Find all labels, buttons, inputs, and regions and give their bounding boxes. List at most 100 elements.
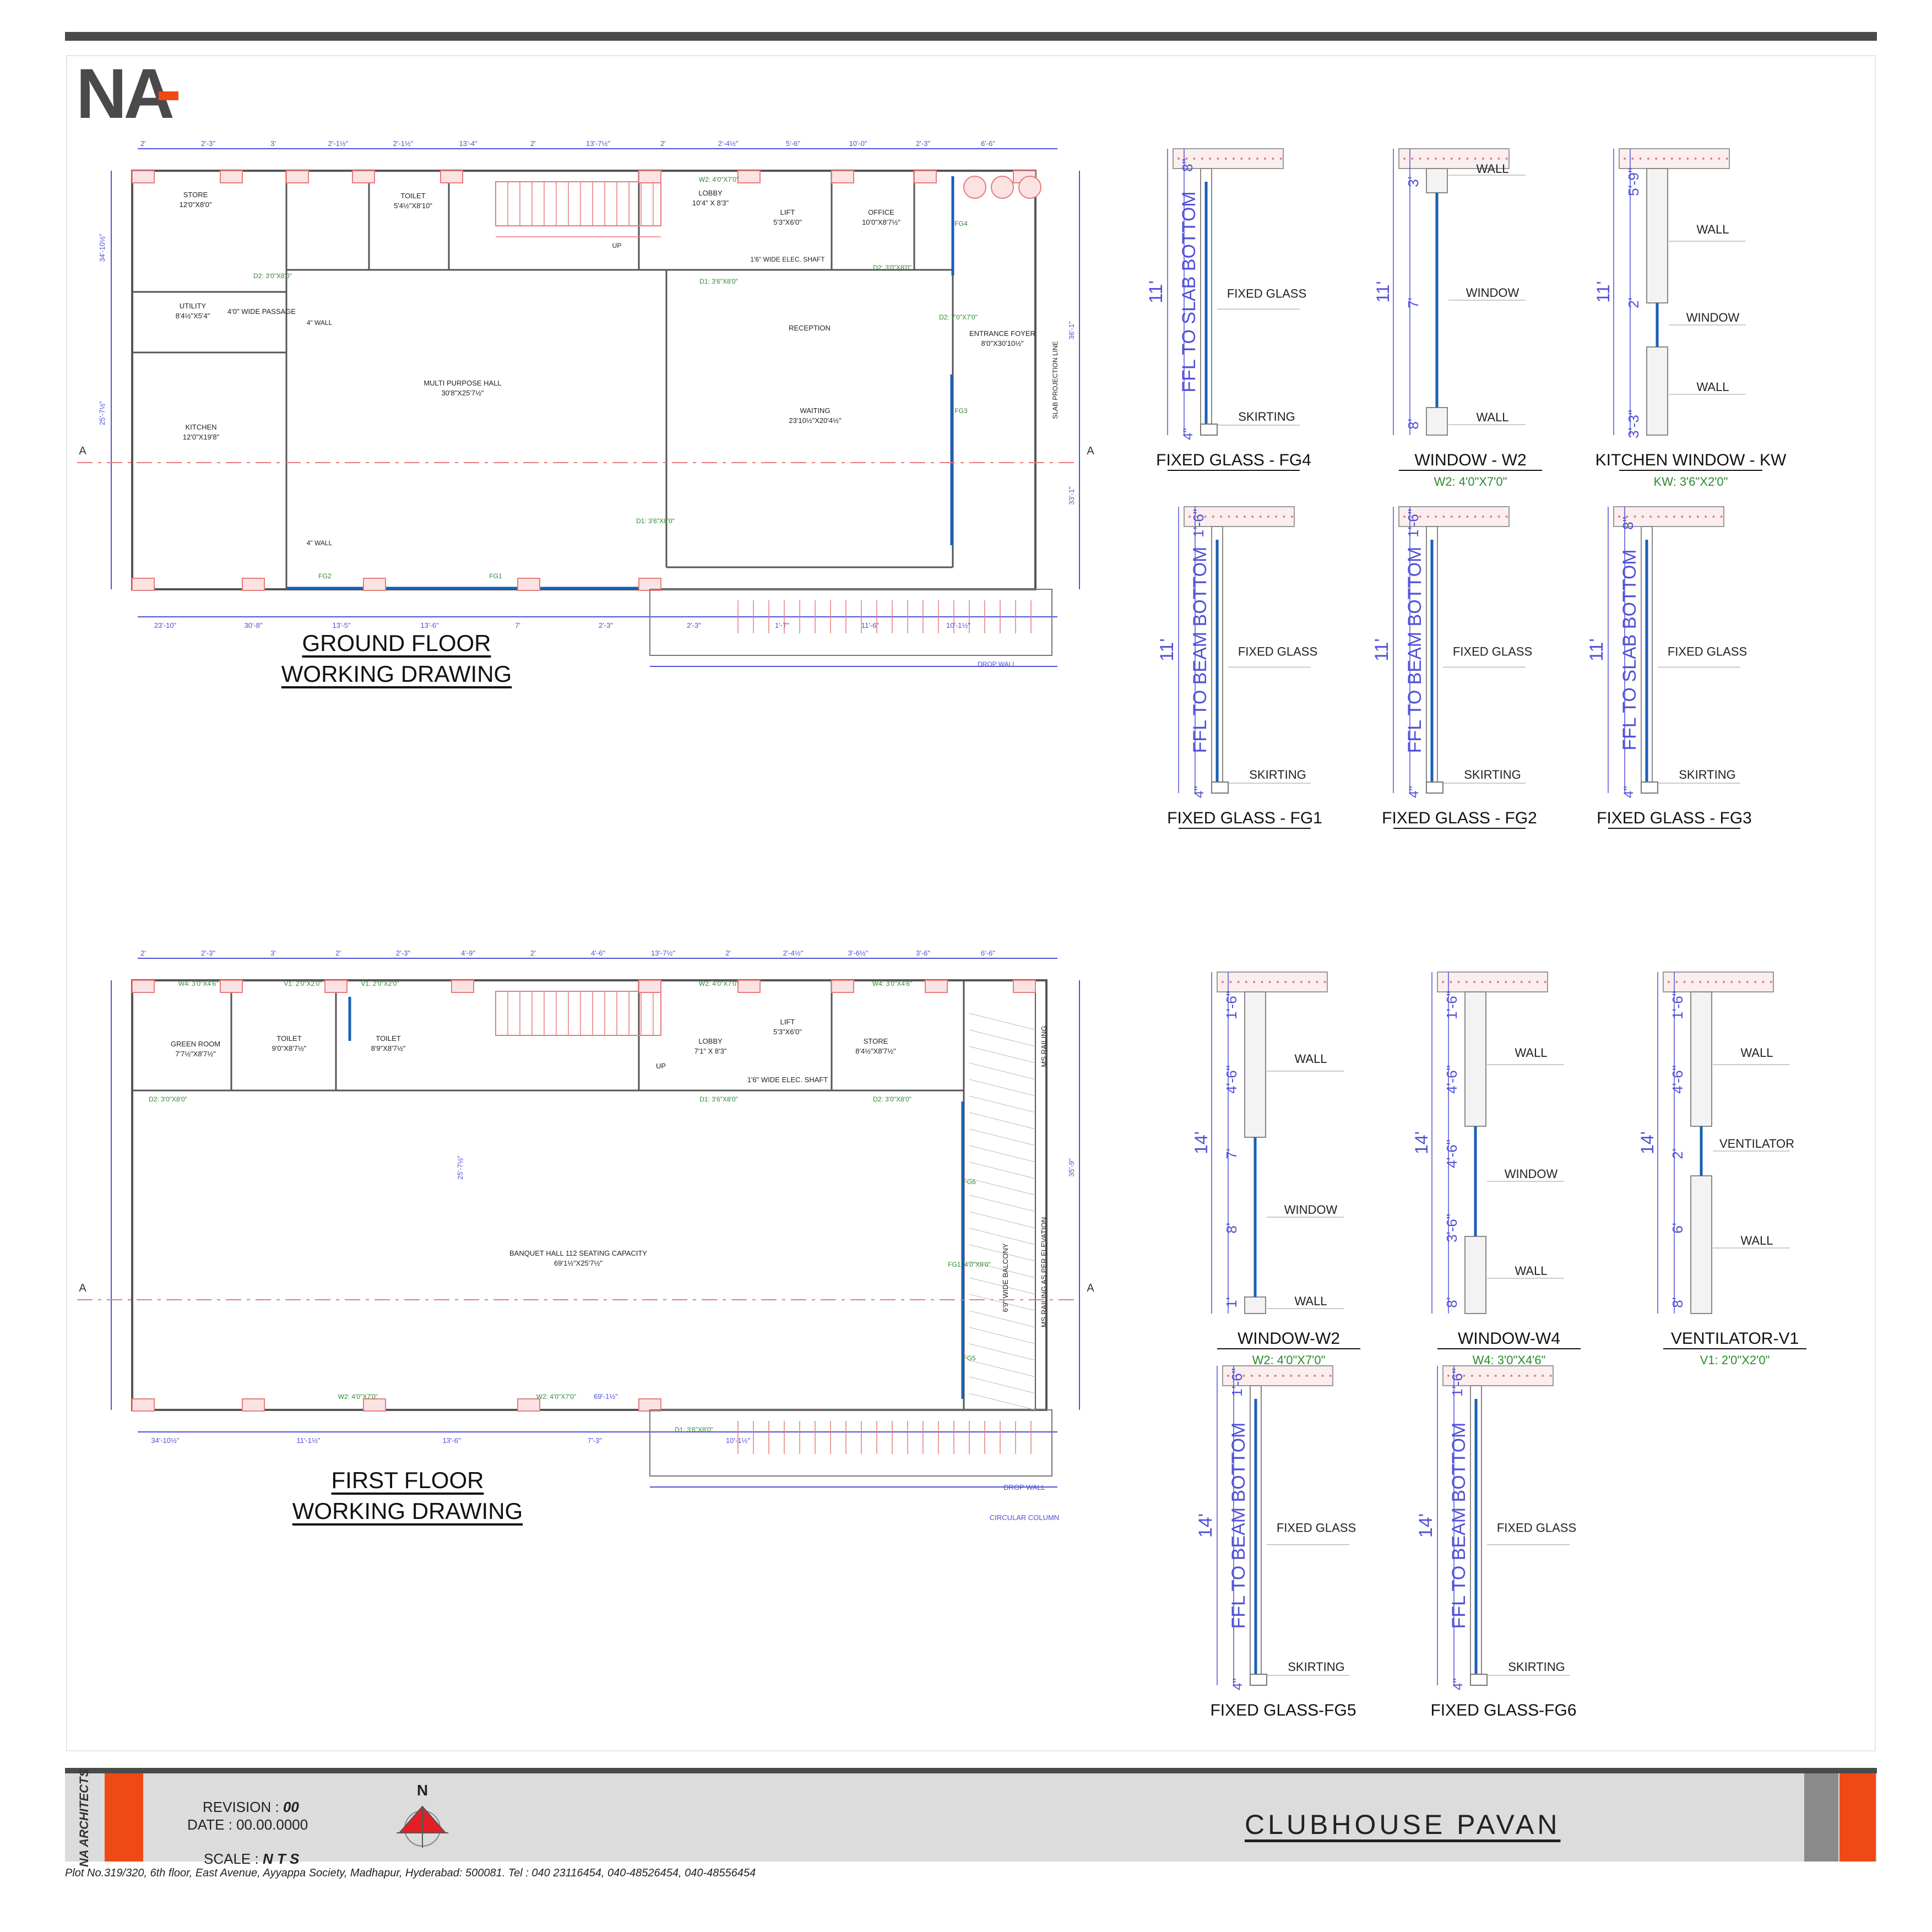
slab-aggregate [1177,158,1180,160]
door-window-tag: D2: 3'0"X8'0" [873,1095,911,1103]
slab-aggregate [1675,981,1678,983]
bottom-dimension: 4" [1407,786,1421,798]
vertical-label: FFL TO SLAB BOTTOM [1619,549,1640,750]
column-pier [324,980,348,993]
column-pier [440,170,463,183]
balcony-hatch [969,1112,1036,1130]
slab-aggregate [1534,1375,1537,1377]
height-dimension: 14' [1191,1131,1211,1154]
fixed-glass-label: FIXED GLASS [1453,644,1532,658]
top-dimension: 1'-6" [1449,1368,1466,1397]
slab-aggregate [1520,981,1523,983]
door-window-tag: FG2 [318,572,332,580]
door-window-tag: W4: 3'0"X4'6" [872,980,912,987]
sheet-border [66,55,1876,1751]
slab-aggregate [1253,981,1256,983]
balcony-hatch [969,1376,1036,1394]
firm-name: NA ARCHITECTS [77,1768,91,1867]
revision-label: REVISION : [203,1799,279,1815]
door-window-tag: FG3 [954,407,968,415]
slab-aggregate [1689,515,1691,518]
room-name: RECEPTION [789,324,831,332]
fixed-glass-label: FIXED GLASS [1668,644,1747,658]
fixed-glass-label: FIXED GLASS [1497,1521,1576,1535]
door-window-tag: W2: 4'0"X7'0" [536,1393,576,1401]
outer-wall [131,170,1036,590]
bottom-dimension: 4" [1230,1678,1245,1690]
room-name: TOILET [376,1034,400,1043]
skirting-block [1200,424,1218,436]
segment-dimension: 2' [1625,297,1642,308]
slab-aggregate [1237,981,1240,983]
room-size: 7'7½"X8'7½" [175,1050,216,1058]
staircase [495,991,661,1036]
room-name: LOBBY [698,1037,723,1045]
door-window-tag: D2: 3'0"X8'0" [253,272,292,280]
bottom-dimension: 4" [1192,786,1207,798]
room-size: 12'0"X19'8" [183,433,220,441]
first-floor-title-line2: WORKING DRAWING [292,1498,523,1524]
opening-label: WINDOW [1466,286,1519,300]
balcony-hatch [969,1145,1036,1163]
staircase [495,181,661,226]
room-size: 5'3"X6'0" [773,1028,802,1036]
slab-aggregate [1268,981,1271,983]
slab-aggregate [1308,981,1311,983]
room-name: UTILITY [180,302,207,310]
height-dimension: 11' [1373,281,1393,302]
slab-aggregate [1403,515,1405,518]
dimension-text: 35'-9" [1067,1158,1076,1177]
slab-aggregate [1481,515,1484,518]
slab-aggregate [1290,1375,1293,1377]
slab-aggregate [1649,515,1652,518]
wall-label: WALL [1476,410,1508,424]
dimension-text: 34'-10½" [151,1436,180,1445]
dimension-text: 2' [140,139,146,148]
wall-label: WALL [1476,162,1508,176]
slab-aggregate [1259,515,1262,518]
detail-title: WINDOW - W2 [1414,451,1526,469]
slab-aggregate [1274,1375,1277,1377]
column-pier [737,170,761,183]
slab-aggregate [1631,158,1634,160]
slab-aggregate [1505,515,1508,518]
detail-subtitle: W4: 3'0"X4'6" [1473,1353,1546,1367]
plan-note: DROP WALL [1003,1483,1045,1491]
room-size: 12'0"X8'0" [179,200,211,209]
slab-aggregate [1681,515,1684,518]
room-name: STORE [183,191,208,199]
slab-aggregate [1329,1375,1332,1377]
segment-dimension: 8' [1405,419,1421,429]
balcony-hatch [969,1277,1036,1295]
slab-aggregate [1245,981,1247,983]
slab-aggregate [1465,981,1468,983]
door-window-tag: FG5 [963,1354,976,1362]
revision-value: 00 [283,1799,299,1815]
detail-title: WINDOW-W2 [1238,1329,1340,1348]
slab-aggregate [1497,981,1499,983]
slab-aggregate [1723,981,1725,983]
slab-aggregate [1705,515,1707,518]
skirting-label: SKIRTING [1288,1660,1345,1674]
door-window-tag: D1: 3'6"X8'0" [675,1426,713,1434]
first-floor-title-line1: FIRST FLOOR [331,1467,484,1493]
dimension-text: 13'-6" [442,1436,461,1445]
column-pier [831,980,854,993]
dimension-text: 69'-1½" [594,1392,618,1401]
dimension-text: 5'-6" [786,139,800,148]
vertical-label: FFL TO BEAM BOTTOM [1404,547,1425,753]
dimension-text: 13'-7½" [651,949,675,957]
slab-aggregate [1474,515,1477,518]
segment-dimension: 5'-9" [1625,167,1642,196]
door-window-tag: W2: 4'0"X7'0" [699,980,739,987]
segment-dimension: 4'-6" [1443,1065,1460,1094]
dimension-text: 23'-10" [154,621,177,629]
vertical-label: FFL TO BEAM BOTTOM [1448,1423,1469,1629]
slab-aggregate [1657,515,1660,518]
dimension-text: 10'-1½" [946,621,970,629]
room-size: 5'4½"X8'10" [394,202,432,210]
door-window-tag: W2: 4'0"X7'0" [699,176,739,183]
slab-aggregate [1222,981,1224,983]
logo-accent [159,91,178,100]
detail-title: FIXED GLASS-FG5 [1210,1701,1356,1718]
